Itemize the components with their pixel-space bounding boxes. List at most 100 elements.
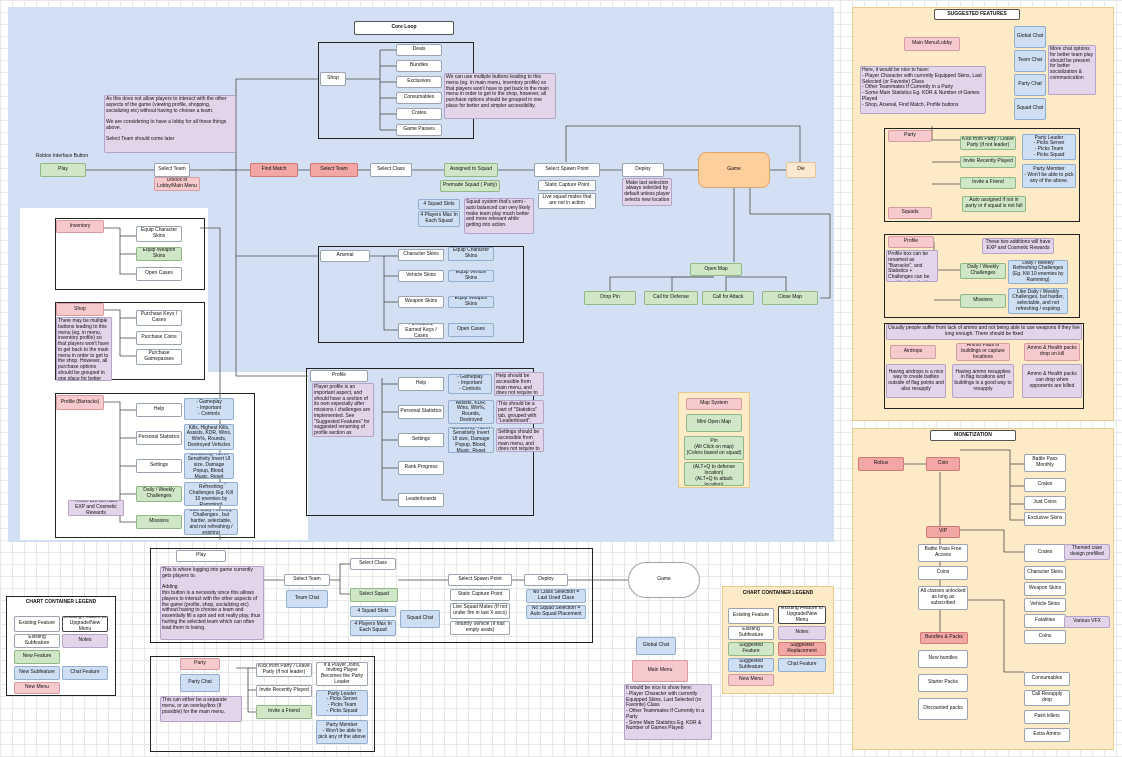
bottom-global-chat-node[interactable]: Global Chat: [636, 637, 676, 655]
bottom-select-spawn-node[interactable]: Select Spawn Point: [448, 574, 512, 586]
bottom-play-node[interactable]: Play: [176, 550, 226, 562]
inv-equip-weapon-node[interactable]: Equip Weapon Skins: [136, 247, 182, 261]
legend-existing-subfeature: Existing Subfeature: [14, 634, 60, 648]
equip-vehicle-node[interactable]: Equip Vehicle Skins: [448, 270, 494, 282]
sugg-squads-node[interactable]: Squads: [888, 207, 932, 219]
shop2-node[interactable]: Shop: [56, 303, 104, 316]
sugg-airdrops-node[interactable]: Airdrops: [890, 345, 936, 359]
bundles-node[interactable]: Bundles: [396, 60, 442, 72]
profile2-frame: [55, 393, 255, 538]
sugg-daily-node[interactable]: Daily / Weekly Challenges: [960, 263, 1006, 279]
purchase-coins-node[interactable]: Purchase Coins: [136, 331, 182, 345]
sugg-team-chat-node[interactable]: Team Chat: [1014, 50, 1046, 72]
bottom-deploy-node[interactable]: Deploy: [524, 574, 568, 586]
inv-equip-char-node[interactable]: Equip Character Skins: [136, 226, 182, 242]
play-node[interactable]: Play: [40, 163, 86, 177]
die-node: Die: [786, 162, 816, 178]
bottom-select-squad-node[interactable]: Select Squad: [350, 588, 398, 602]
deploy-node[interactable]: Deploy: [622, 163, 664, 177]
deals-node[interactable]: Deals: [396, 44, 442, 56]
bottom-main-menu-node[interactable]: Main Menu: [632, 660, 688, 682]
coin-node: Coin: [926, 457, 960, 471]
mini-map-node[interactable]: Mini Open Map: [686, 414, 742, 432]
weapon-skins-node-m: Weapon Skins: [1024, 582, 1066, 596]
sugg-party-chat-node[interactable]: Party Chat: [1014, 74, 1046, 96]
shop-node[interactable]: Shop: [320, 72, 346, 86]
call-resupply-node: Call Resupply drop: [1024, 690, 1070, 706]
just-coins-node: Just Coins: [1024, 496, 1066, 510]
inv-open-cases-node[interactable]: Open Cases: [136, 267, 182, 281]
call-attack-node[interactable]: Call for Attack: [702, 291, 754, 305]
sugg-squad-chat-node[interactable]: Squad Chat: [1014, 98, 1046, 120]
open-cases-node[interactable]: Open Cases: [448, 323, 494, 337]
sugg-global-chat-node[interactable]: Global Chat: [1014, 26, 1046, 48]
crates-node[interactable]: Crates: [396, 108, 442, 120]
arsenal-node[interactable]: Arsenal: [320, 250, 370, 262]
pstats2-node[interactable]: Personal Statistics: [136, 431, 182, 445]
purchased-node[interactable]: Purchased, Earned Keys / Cases: [398, 323, 444, 339]
sugg-main-menu-node[interactable]: Main Menu/Lobby: [904, 37, 960, 51]
missions-node[interactable]: Missions: [136, 515, 182, 529]
game-passes-node[interactable]: Game Passes: [396, 124, 442, 136]
find-match-node[interactable]: Find Match: [250, 163, 298, 177]
sugg-ammo-pads-node[interactable]: Ammo Pads in buildings or capture locati…: [956, 343, 1010, 361]
purchase-gamepasses-node[interactable]: Purchase Gamepasses: [136, 349, 182, 365]
rank-progress-node[interactable]: Rank Progress: [398, 461, 444, 475]
settings2-node[interactable]: Settings: [136, 459, 182, 473]
legend-chat-feature: Chat Feature: [62, 666, 108, 680]
bottom-party-node[interactable]: Party: [180, 658, 220, 670]
help-node[interactable]: Help: [398, 377, 444, 391]
bottom-invite-friend-node[interactable]: Invite a Friend: [256, 705, 312, 719]
weapon-skins-node[interactable]: Weapon Skins: [398, 296, 444, 308]
crates-node-m: Crates: [1024, 478, 1066, 492]
character-skins-node[interactable]: Character Skins: [398, 249, 444, 261]
sugg-invite-recent-node[interactable]: Invite Recently Played: [960, 156, 1016, 168]
sugg-missions-node[interactable]: Missions: [960, 294, 1006, 308]
open-map-node[interactable]: Open Map: [690, 263, 742, 276]
assigned-squad-node[interactable]: Assigned to Squad: [444, 163, 498, 177]
settings-node[interactable]: Settings: [398, 433, 444, 447]
select-team2-node[interactable]: Select Team: [310, 163, 358, 177]
select-spawn-node[interactable]: Select Spawn Point: [534, 163, 600, 177]
daily-weekly-node[interactable]: Daily / Weekly Challenges: [136, 486, 182, 502]
sugg-profile-node[interactable]: Profile: [888, 236, 934, 248]
new-bundles-node: New bundles: [918, 650, 968, 668]
profile2-node[interactable]: Profile (Barracks): [56, 395, 104, 410]
equip-char-node[interactable]: Equip Character Skins: [448, 247, 494, 261]
sugg-party-node[interactable]: Party: [888, 130, 932, 142]
bottom-invite-recent-node[interactable]: Invite Recently Played: [256, 685, 312, 697]
purchase-keys-node[interactable]: Purchase Keys / Cases: [136, 310, 182, 326]
crates2-node: Crates: [1024, 544, 1066, 562]
inventory-node[interactable]: Inventory: [56, 220, 104, 233]
drop-pin-node[interactable]: Drop Pin: [584, 291, 636, 305]
bottom-kick-node[interactable]: Kick from Party / Leave Party (if not le…: [256, 663, 312, 677]
equip-weapon-node[interactable]: Equip Weapon Skins: [448, 296, 494, 308]
personal-stats-node[interactable]: Personal Statistics: [398, 405, 444, 419]
leaderboards-node[interactable]: Leaderboards: [398, 493, 444, 507]
stats-items-node: Kills, Highest Kills, Assists, KDR, Wins…: [448, 400, 494, 424]
vehicle-skins-node[interactable]: Vehicle Skins: [398, 270, 444, 282]
profile-node[interactable]: Profile: [310, 370, 368, 382]
bottom-select-team-node[interactable]: Select Team: [284, 574, 330, 586]
bottom-party-chat-node[interactable]: Party Chat: [180, 674, 220, 692]
sugg-kick-node[interactable]: Kick from Party / Leave Party (if not le…: [960, 136, 1016, 150]
select-team-node[interactable]: Select Team: [154, 163, 190, 177]
starter-packs-node: Starter Packs: [918, 674, 968, 692]
bottom-select-class-node[interactable]: Select Class: [350, 558, 396, 570]
close-map-node[interactable]: Close Map: [762, 291, 818, 305]
bottom-squad-chat-node[interactable]: Squad Chat: [400, 610, 440, 628]
bottom-party-note: This can either be a separate menu, or a…: [160, 696, 242, 722]
bottom-no-class-node: No Class Selection = Last Used Class: [526, 589, 586, 603]
consumables-node[interactable]: Consumables: [396, 92, 442, 104]
sugg-ammo-health-node[interactable]: Ammo & Health packs drop on kill: [1024, 343, 1080, 361]
pin-node[interactable]: Pin (Alt Click on map) (Colors based on …: [684, 436, 744, 460]
help2-node[interactable]: Help: [136, 403, 182, 417]
select-class-node[interactable]: Select Class: [370, 163, 412, 177]
bottom-team-chat-node[interactable]: Team Chat: [286, 590, 328, 608]
call-defense-node[interactable]: Call for Defense: [644, 291, 698, 305]
ctrl-node[interactable]: Ctrl (ALT+Q to defense location) (ALT+Q …: [684, 462, 744, 486]
sugg-invite-friend-node[interactable]: Invite a Friend: [960, 177, 1016, 189]
legend2-suggested-subfeature: Suggested Subfeature: [728, 658, 774, 672]
monetization-title: MONETIZATION: [930, 430, 1016, 441]
exclusives-node[interactable]: Exclusives: [396, 76, 442, 88]
